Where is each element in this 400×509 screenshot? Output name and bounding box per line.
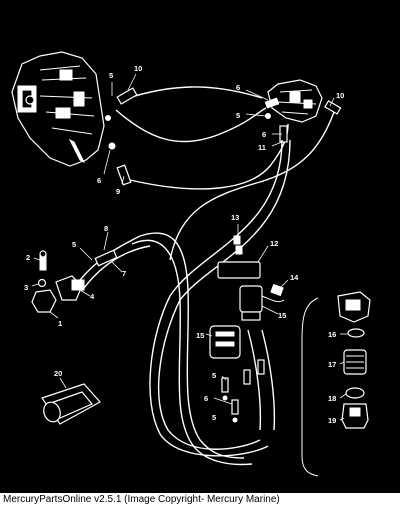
long-fuel-lines bbox=[131, 139, 291, 466]
callout-16: 16 bbox=[328, 330, 336, 339]
callout-18: 18 bbox=[328, 394, 336, 403]
callout-8: 8 bbox=[104, 224, 108, 233]
right-carburetor-assembly bbox=[264, 79, 323, 123]
callout-7: 7 bbox=[122, 269, 126, 278]
callout-11: 11 bbox=[258, 143, 266, 152]
callout-6: 6 bbox=[236, 83, 240, 92]
parts-diagram: 5 10 6 9 6 5 10 6 11 13 12 14 15 15 5 6 … bbox=[11, 51, 371, 477]
left-carburetor-assembly bbox=[11, 51, 105, 167]
callout-12: 12 bbox=[270, 239, 278, 248]
callout-3: 3 bbox=[24, 283, 28, 292]
callout-14: 14 bbox=[290, 273, 299, 282]
callout-19: 19 bbox=[328, 416, 336, 425]
callout-labels: 5 10 6 9 6 5 10 6 11 13 12 14 15 15 5 6 … bbox=[24, 64, 344, 425]
callout-6: 6 bbox=[204, 394, 208, 403]
callout-17: 17 bbox=[328, 360, 336, 369]
callout-2: 2 bbox=[26, 253, 30, 262]
callout-15: 15 bbox=[196, 331, 204, 340]
callout-10: 10 bbox=[336, 91, 344, 100]
hose-sleeve bbox=[41, 383, 101, 425]
callout-4: 4 bbox=[90, 292, 95, 301]
filter-exploded-parts bbox=[337, 291, 371, 429]
copyright-caption-bar: MercuryPartsOnline v2.5.1 (Image Copyrig… bbox=[0, 493, 400, 509]
callout-5: 5 bbox=[236, 111, 240, 120]
fuel-filter-assemblies bbox=[209, 235, 285, 359]
callout-5: 5 bbox=[212, 371, 216, 380]
callout-leaders bbox=[31, 73, 348, 421]
callout-5: 5 bbox=[109, 71, 113, 80]
grouping-bracket bbox=[301, 297, 319, 477]
inline-fittings bbox=[221, 359, 265, 423]
callout-10: 10 bbox=[134, 64, 142, 73]
callout-5: 5 bbox=[72, 240, 76, 249]
callout-5: 5 bbox=[212, 413, 216, 422]
copyright-caption: MercuryPartsOnline v2.5.1 (Image Copyrig… bbox=[3, 494, 280, 505]
callout-6: 6 bbox=[262, 130, 266, 139]
callout-9: 9 bbox=[116, 187, 120, 196]
callout-20: 20 bbox=[54, 369, 62, 378]
hose-fittings bbox=[105, 87, 342, 186]
callout-6: 6 bbox=[97, 176, 101, 185]
callout-1: 1 bbox=[58, 319, 62, 328]
callout-15: 15 bbox=[278, 311, 286, 320]
callout-13: 13 bbox=[231, 213, 239, 222]
